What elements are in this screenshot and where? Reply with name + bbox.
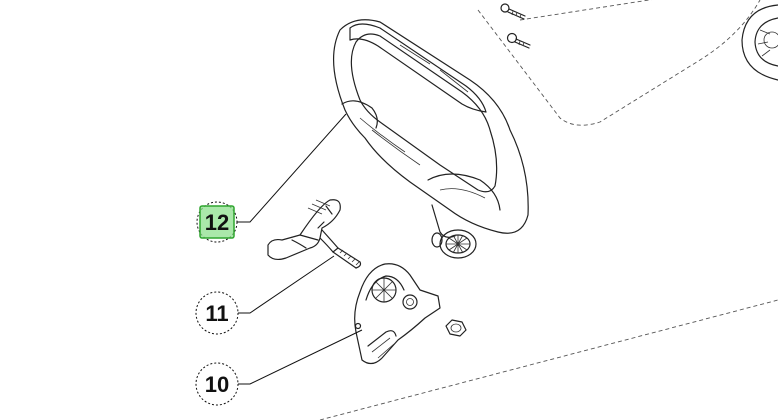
handle-part (333, 19, 529, 259)
callout-11[interactable]: 11 (195, 291, 239, 335)
knob-screw-part (267, 199, 362, 269)
bolt-parts (500, 3, 531, 49)
bracket-part (354, 263, 441, 365)
callout-10[interactable]: 10 (195, 362, 239, 406)
callout-label-12: 12 (205, 210, 229, 235)
callout-12[interactable]: 12 (196, 201, 238, 243)
wheel-partial (741, 4, 778, 81)
nut-part (445, 319, 467, 337)
callout-label-11: 11 (205, 301, 228, 326)
leader-lines (236, 113, 363, 385)
panel-outline (319, 0, 778, 420)
callout-label-10: 10 (205, 372, 229, 397)
callout-highlight (199, 205, 235, 239)
